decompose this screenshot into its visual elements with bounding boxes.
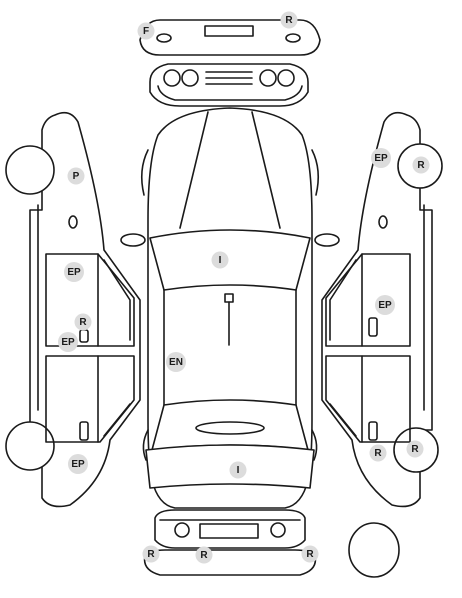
marker-code: EP xyxy=(378,300,392,311)
marker-badge xyxy=(371,148,391,168)
front-bumper[interactable] xyxy=(139,19,321,56)
marker-badge xyxy=(301,545,319,563)
marker-code: EP xyxy=(374,153,388,164)
marker-right-front-fender[interactable]: EP xyxy=(371,148,391,168)
marker-badge xyxy=(229,461,247,479)
marker-badge xyxy=(375,295,395,315)
marker-code: R xyxy=(417,160,425,171)
marker-code: EP xyxy=(67,267,81,278)
marker-hood[interactable]: I xyxy=(211,251,229,269)
marker-badge xyxy=(68,454,88,474)
marker-badge xyxy=(58,332,78,352)
marker-badge xyxy=(142,545,160,563)
left-side-view[interactable] xyxy=(5,111,141,508)
marker-right-front-door[interactable]: EP xyxy=(375,295,395,315)
marker-code: R xyxy=(411,444,419,455)
marker-left-front-fender[interactable]: P xyxy=(67,167,85,185)
marker-code: R xyxy=(285,15,293,26)
rear-panel[interactable] xyxy=(154,509,306,549)
marker-badge xyxy=(64,262,84,282)
marker-code: EP xyxy=(61,337,75,348)
marker-rear-bumper-left[interactable]: R xyxy=(142,545,160,563)
marker-front-bumper-left[interactable]: F xyxy=(137,22,155,40)
marker-badge xyxy=(74,313,92,331)
rear-bumper[interactable] xyxy=(143,549,317,576)
marker-badge xyxy=(211,251,229,269)
marker-code: I xyxy=(237,465,240,476)
marker-badge xyxy=(406,440,424,458)
marker-badge xyxy=(137,22,155,40)
marker-badge xyxy=(67,167,85,185)
marker-code: I xyxy=(219,255,222,266)
marker-code: R xyxy=(79,317,87,328)
marker-rear-bumper-right[interactable]: R xyxy=(301,545,319,563)
marker-code: R xyxy=(147,549,155,560)
marker-code: R xyxy=(374,448,382,459)
marker-front-bumper-right[interactable]: R xyxy=(280,11,298,29)
marker-badge xyxy=(166,352,186,372)
marker-code: R xyxy=(306,549,314,560)
marker-trunk[interactable]: I xyxy=(229,461,247,479)
marker-badge xyxy=(280,11,298,29)
spare-wheel[interactable] xyxy=(348,522,400,578)
marker-badge xyxy=(195,546,213,564)
marker-left-rear-door-b[interactable]: EP xyxy=(58,332,78,352)
marker-code: P xyxy=(73,171,80,182)
marker-code: EP xyxy=(71,459,85,470)
marker-badge xyxy=(412,156,430,174)
car-top-view[interactable] xyxy=(120,107,340,509)
marker-right-rear-wheel[interactable]: R xyxy=(406,440,424,458)
marker-left-rear-wheel[interactable]: EP xyxy=(68,454,88,474)
marker-left-front-door[interactable]: EP xyxy=(64,262,84,282)
marker-code: EN xyxy=(169,357,183,368)
marker-right-front-wheel[interactable]: R xyxy=(412,156,430,174)
front-grille[interactable] xyxy=(149,63,309,107)
marker-code: R xyxy=(200,550,208,561)
marker-right-rear-door[interactable]: R xyxy=(369,444,387,462)
marker-left-rear-door-a[interactable]: R xyxy=(74,313,92,331)
marker-badge xyxy=(369,444,387,462)
marker-code: F xyxy=(143,26,149,37)
marker-rear-bumper-center[interactable]: R xyxy=(195,546,213,564)
marker-roof[interactable]: EN xyxy=(166,352,186,372)
